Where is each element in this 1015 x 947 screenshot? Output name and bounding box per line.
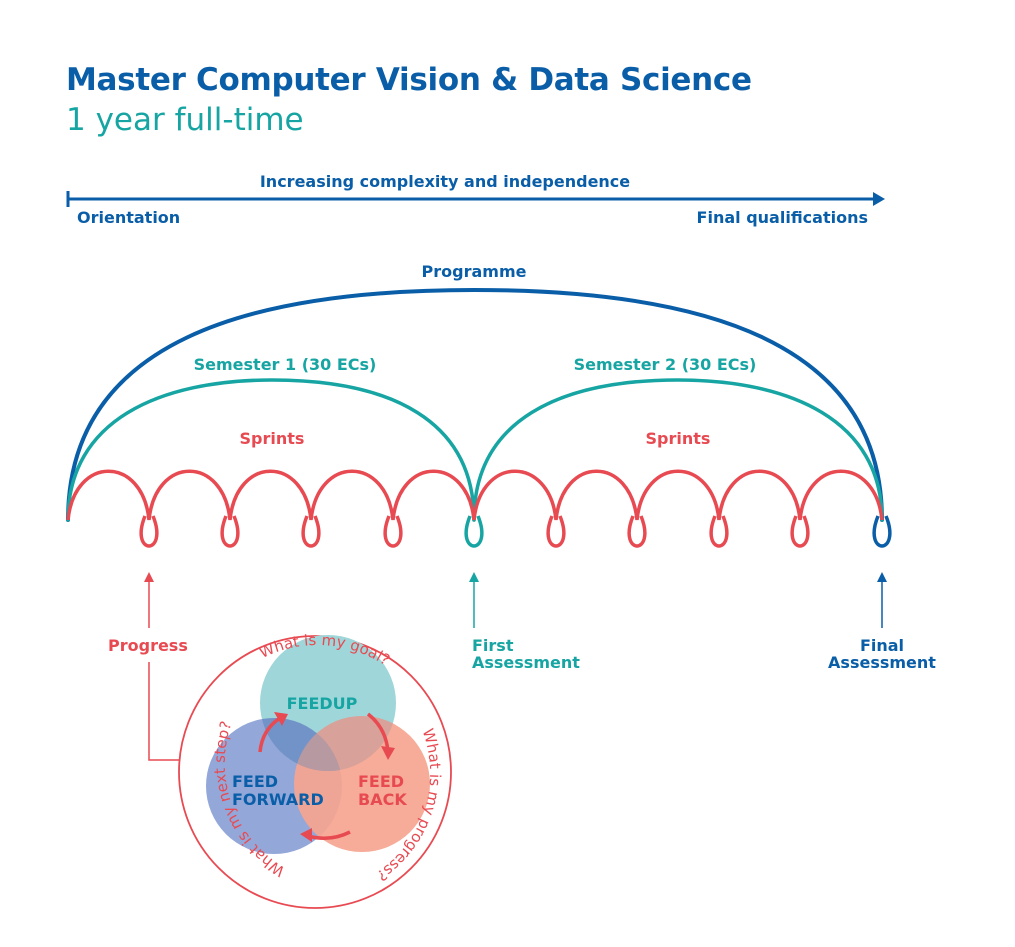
feedforward-label-line2: FORWARD xyxy=(232,790,324,809)
timeline-start-label: Orientation xyxy=(77,208,180,227)
sprint-loop-8 xyxy=(709,515,729,548)
timeline-arrowhead-icon xyxy=(873,192,885,206)
final-assessment-label-line1: Final xyxy=(860,636,904,655)
first-assessment-marker: First Assessment xyxy=(469,572,580,672)
sprint-loops xyxy=(66,469,892,548)
final-assessment-arrowhead-icon xyxy=(877,572,887,582)
semester1-arc xyxy=(66,378,476,522)
final-assessment-marker: Final Assessment xyxy=(828,572,936,672)
sprint-loop-9 xyxy=(790,515,810,548)
sprint-loop-10 xyxy=(872,515,892,548)
page-title: Master Computer Vision & Data Science xyxy=(66,62,752,98)
sprints1-label: Sprints xyxy=(240,429,305,448)
page-subtitle: 1 year full-time xyxy=(66,102,304,138)
timeline-label: Increasing complexity and independence xyxy=(260,172,630,191)
sprints2-label: Sprints xyxy=(646,429,711,448)
cycle-arrowhead-1-icon xyxy=(381,746,395,760)
feedback-label-line1: FEED xyxy=(358,772,404,791)
feedup-back-overlap xyxy=(294,716,396,771)
sprint-loop-3 xyxy=(301,515,321,548)
semester1-label: Semester 1 (30 ECs) xyxy=(194,355,377,374)
sprint-loop-4 xyxy=(383,515,403,548)
programme-label: Programme xyxy=(422,262,527,281)
programme-arc xyxy=(66,287,884,522)
first-assessment-label-line1: First xyxy=(472,636,514,655)
final-assessment-label-line2: Assessment xyxy=(828,653,936,672)
feedback-label-line2: BACK xyxy=(358,790,407,809)
sprint-loop-5 xyxy=(464,515,484,548)
progress-label: Progress xyxy=(108,636,188,655)
feedup-label: FEEDUP xyxy=(287,694,358,713)
feedforward-label-line1: FEED xyxy=(232,772,278,791)
timeline-end-label: Final qualifications xyxy=(697,208,868,227)
semester2-label: Semester 2 (30 ECs) xyxy=(574,355,757,374)
sprint-loop-6 xyxy=(546,515,566,548)
progress-arrowhead-icon xyxy=(144,572,154,582)
cycle-arrowhead-3-icon xyxy=(274,712,288,726)
sprint-loop-2 xyxy=(220,515,240,548)
timeline: Increasing complexity and independence O… xyxy=(66,172,885,227)
cycle-arrowhead-2-icon xyxy=(300,828,312,842)
sprint-arches xyxy=(66,469,884,521)
sprint-loop-1 xyxy=(139,515,159,548)
cycle-arrow-feedforward-to-feedup xyxy=(258,716,282,753)
first-assessment-label-line2: Assessment xyxy=(472,653,580,672)
first-assessment-arrowhead-icon xyxy=(469,572,479,582)
feedback-model: FEEDUP FEED FORWARD FEED BACK What is my… xyxy=(178,631,452,909)
sprint-loop-7 xyxy=(627,515,647,548)
semester2-arc xyxy=(472,378,884,522)
